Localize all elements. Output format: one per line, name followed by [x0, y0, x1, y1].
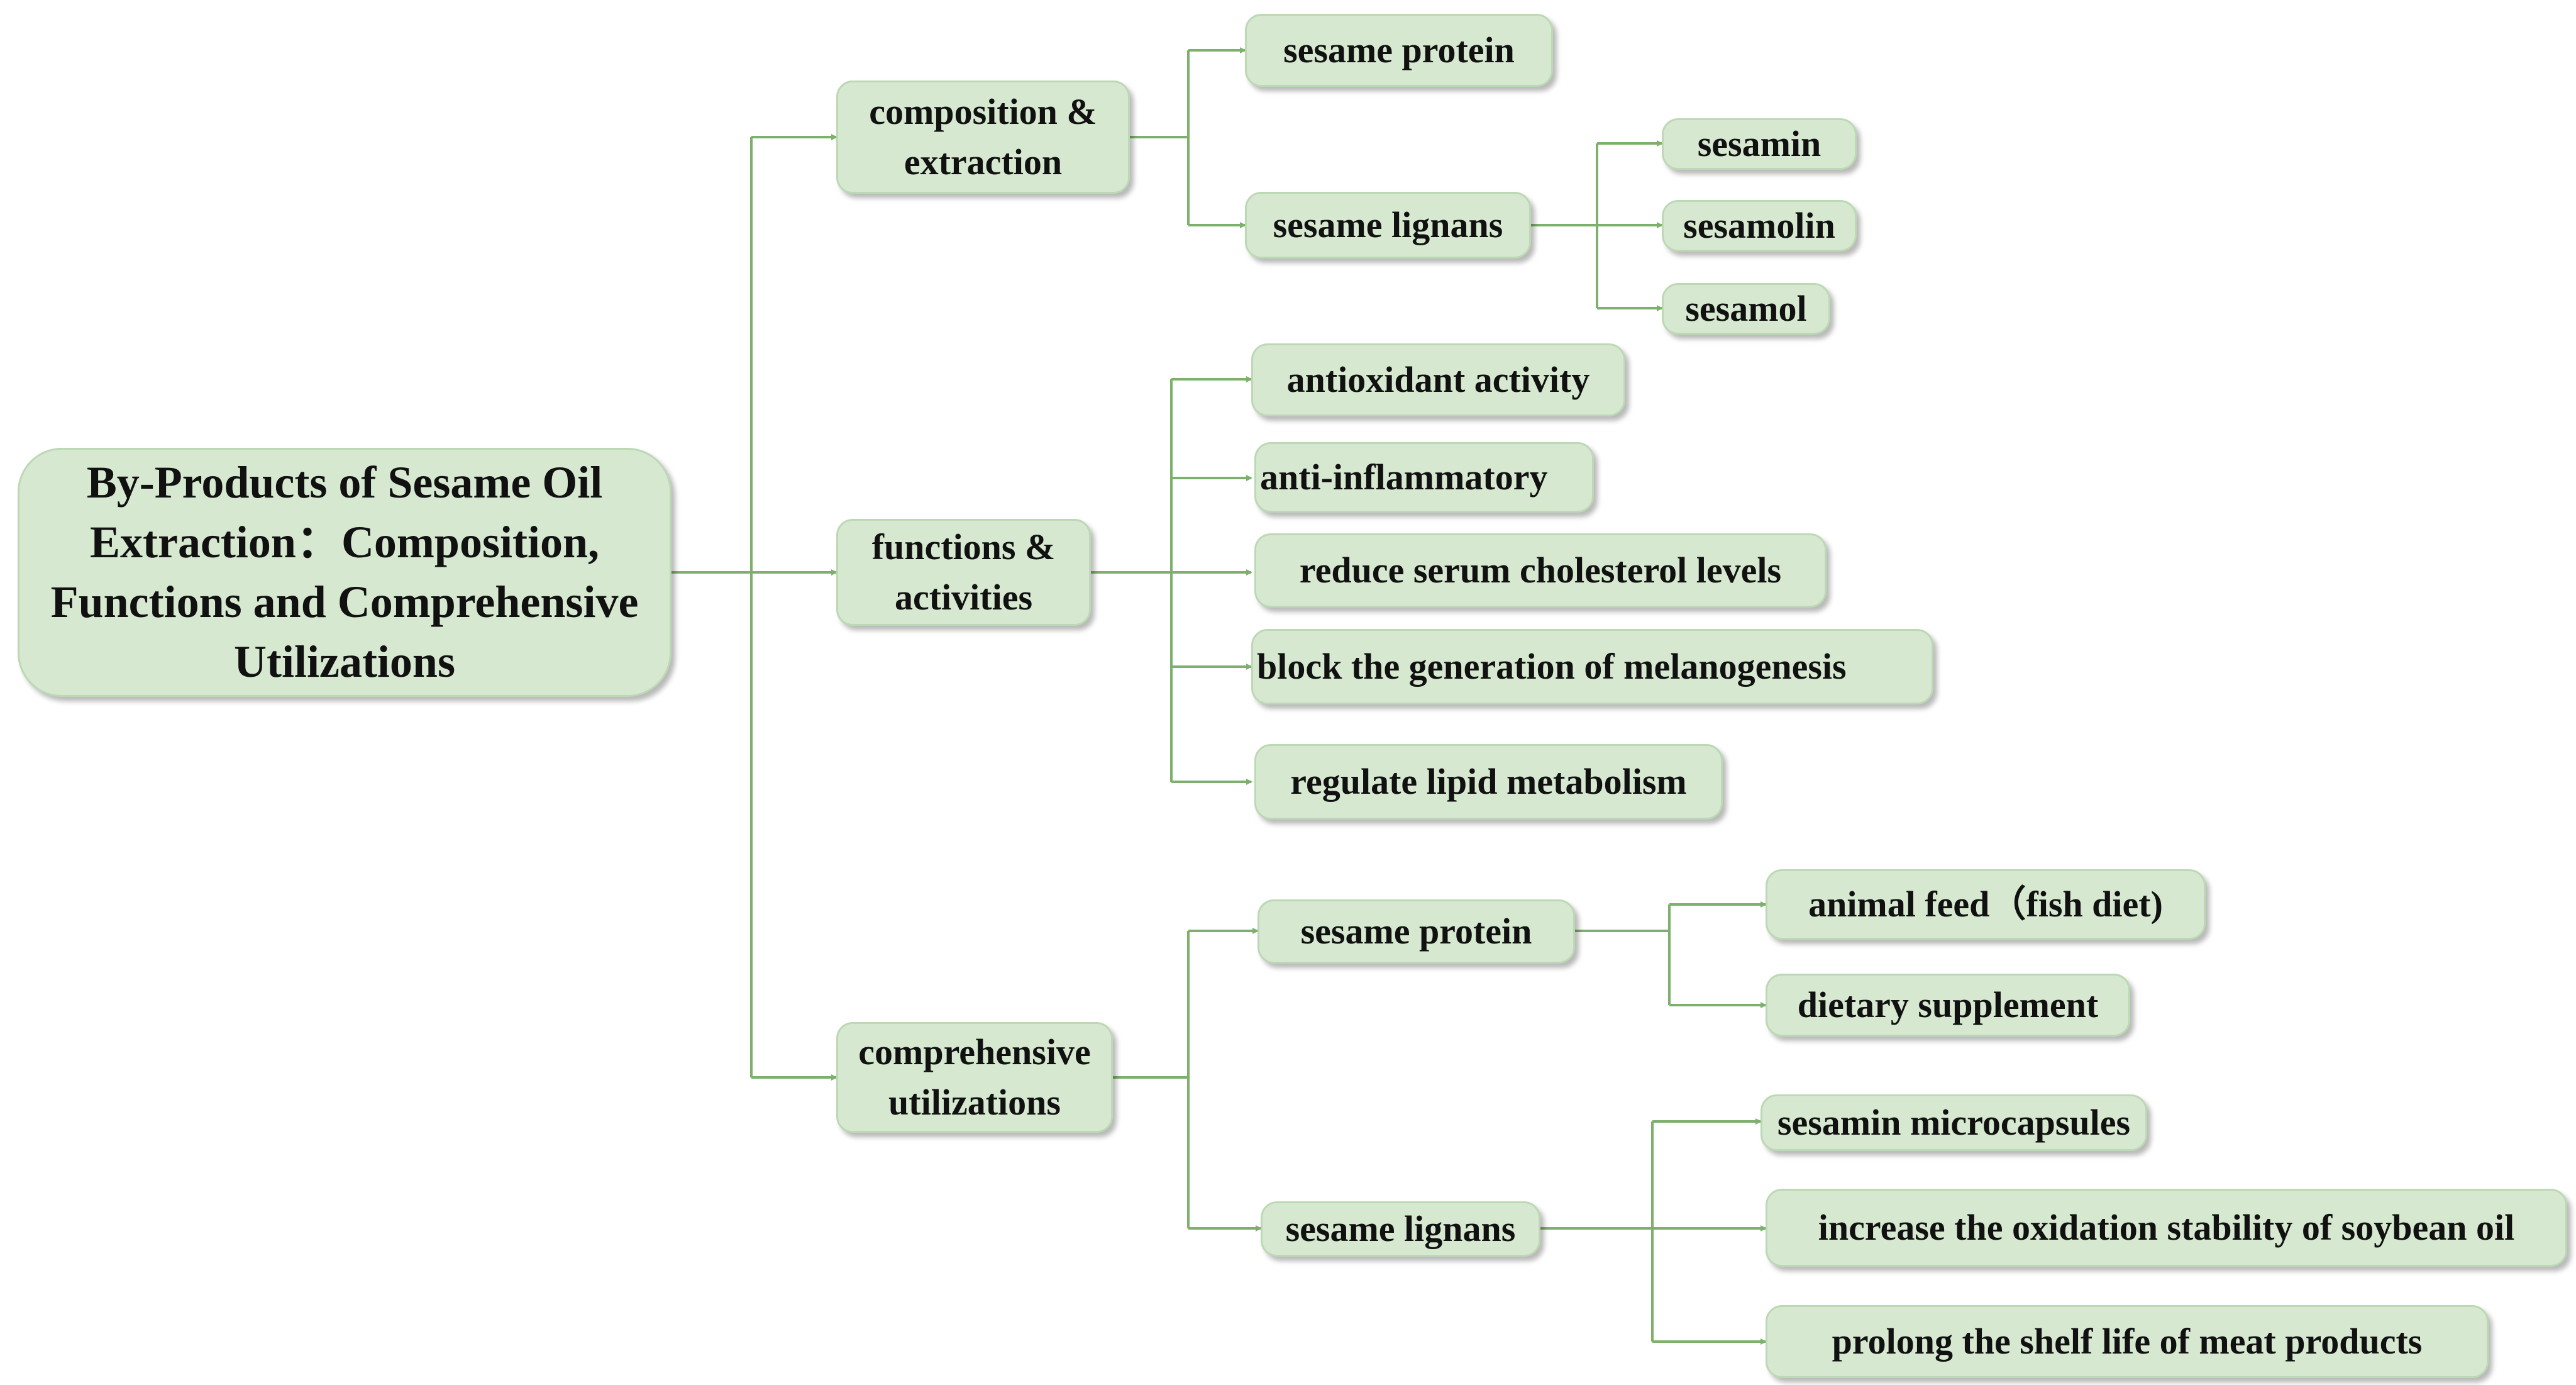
composition-node: composition & extraction [836, 81, 1130, 194]
meat-products-node: prolong the shelf life of meat products [1766, 1305, 2489, 1378]
function-item-3: reduce serum cholesterol levels [1254, 533, 1827, 608]
microcapsules-node: sesamin microcapsules [1761, 1094, 2147, 1151]
animal-feed-node: animal feed（fish diet) [1766, 869, 2206, 940]
utilizations-node: comprehensive utilizations [836, 1022, 1113, 1133]
utilization-lignans-node: sesame lignans [1261, 1201, 1540, 1257]
functions-node: functions & activities [836, 519, 1091, 626]
function-item-4: block the generation of melanogenesis [1251, 629, 1933, 704]
soybean-oil-node: increase the oxidation stability of soyb… [1766, 1189, 2567, 1267]
composition-protein-node: sesame protein [1245, 14, 1553, 87]
function-item-2: anti-inflammatory [1254, 442, 1594, 513]
function-item-1: antioxidant activity [1251, 343, 1625, 416]
sesamolin-node: sesamolin [1662, 200, 1857, 252]
sesamin-node: sesamin [1662, 118, 1857, 170]
function-item-5: regulate lipid metabolism [1254, 744, 1723, 820]
composition-lignans-node: sesame lignans [1245, 192, 1531, 259]
dietary-supplement-node: dietary supplement [1766, 974, 2130, 1037]
sesamol-node: sesamol [1662, 283, 1830, 335]
utilization-protein-node: sesame protein [1258, 899, 1575, 964]
root-node: By-Products of Sesame Oil Extraction：Com… [18, 448, 672, 697]
